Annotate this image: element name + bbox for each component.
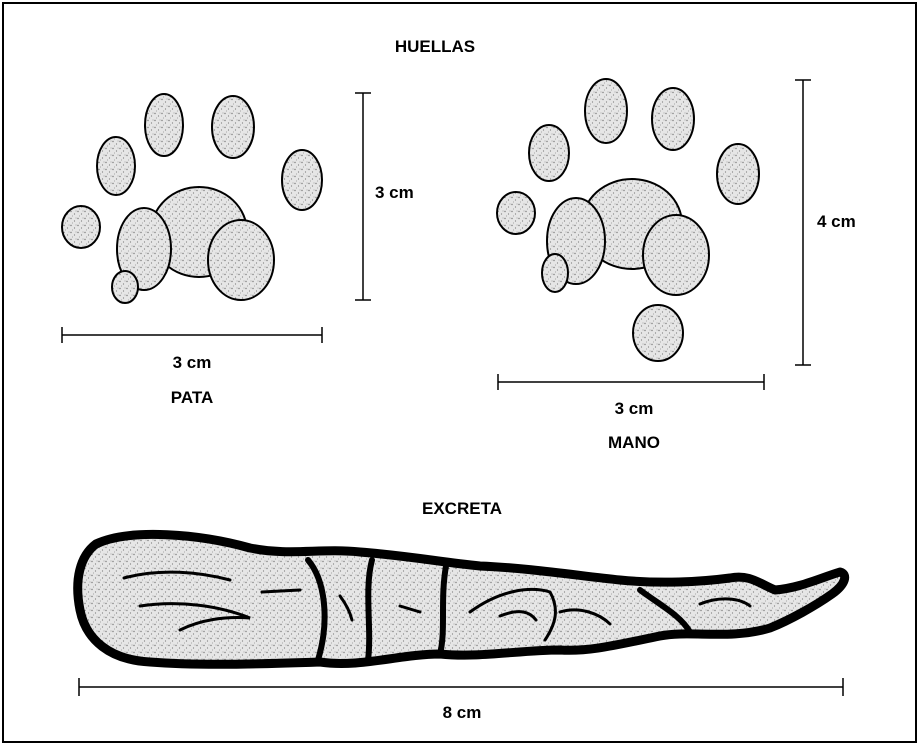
mano-pad-right (643, 215, 709, 295)
mano-heel-pad (633, 305, 683, 361)
title: HUELLAS (395, 37, 475, 56)
mano-caption: MANO (608, 433, 660, 452)
mano-width-scale (498, 374, 764, 390)
pata-width-scale (62, 327, 322, 343)
pata-caption: PATA (171, 388, 214, 407)
pata-width-label: 3 cm (173, 353, 212, 372)
pata-pad-right (208, 220, 274, 300)
pata-toe-4 (282, 150, 322, 210)
mano-toe-4 (717, 144, 759, 204)
pata-toe-3 (97, 137, 135, 195)
pata-height-label: 3 cm (375, 183, 414, 202)
excreta-crease-3 (262, 590, 300, 592)
mano-width-label: 3 cm (615, 399, 654, 418)
excreta-title: EXCRETA (422, 499, 502, 518)
pata-footprint (62, 94, 322, 303)
excreta-drawing (78, 534, 845, 664)
pata-toe-2 (212, 96, 254, 158)
pata-dewclaw (112, 271, 138, 303)
mano-toe-3 (529, 125, 569, 181)
mano-height-scale (795, 80, 811, 365)
mano-footprint (497, 79, 759, 361)
mano-toe-1 (585, 79, 627, 143)
pata-toe-1 (145, 94, 183, 156)
excreta-scale (79, 678, 843, 696)
mano-height-label: 4 cm (817, 212, 856, 231)
mano-toe-5 (497, 192, 535, 234)
excreta-measure-label: 8 cm (443, 703, 482, 722)
pata-toe-5 (62, 206, 100, 248)
pata-height-scale (355, 93, 371, 300)
mano-dewclaw (542, 254, 568, 292)
mano-toe-2 (652, 88, 694, 150)
excreta-segment-divider-2 (368, 560, 372, 660)
